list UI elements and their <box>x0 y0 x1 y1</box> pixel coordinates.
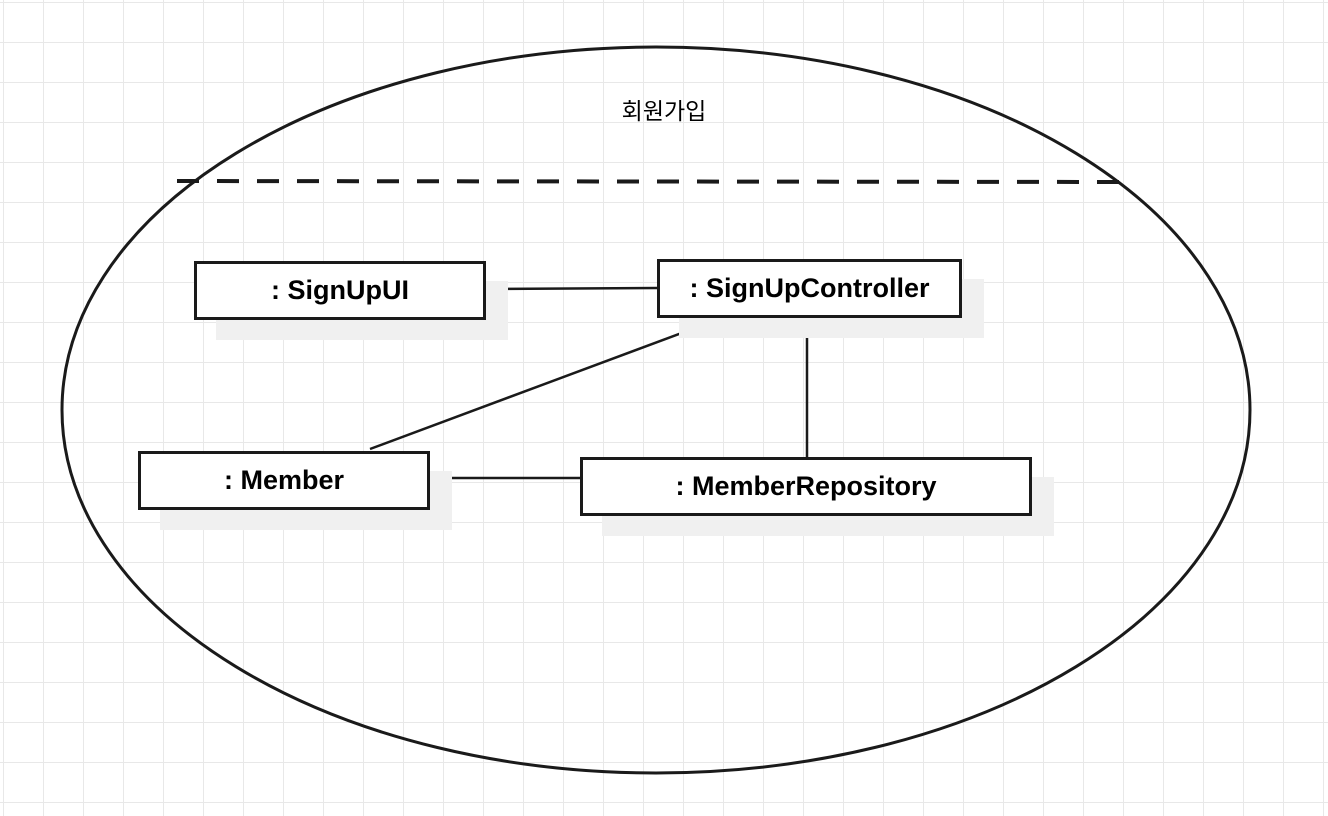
link-signupui-signupcontroller[interactable] <box>486 286 659 291</box>
link-signupcontroller-member[interactable] <box>369 316 723 451</box>
object-node-memberrepository[interactable]: : MemberRepository <box>580 457 1032 516</box>
object-node-signupcontroller[interactable]: : SignUpController <box>657 259 962 318</box>
object-label-signupcontroller: : SignUpController <box>689 273 930 303</box>
object-label-member: : Member <box>223 465 345 495</box>
object-label-signupui: : SignUpUI <box>271 275 409 305</box>
diagram-title: 회원가입 <box>621 99 707 125</box>
system-boundary-ellipse[interactable] <box>60 45 1252 775</box>
boundary-separator-dashed-line[interactable] <box>176 179 1127 184</box>
object-node-member[interactable]: : Member <box>138 451 430 510</box>
object-label-memberrepository: : MemberRepository <box>675 471 937 501</box>
object-node-signupui[interactable]: : SignUpUI <box>194 261 486 320</box>
